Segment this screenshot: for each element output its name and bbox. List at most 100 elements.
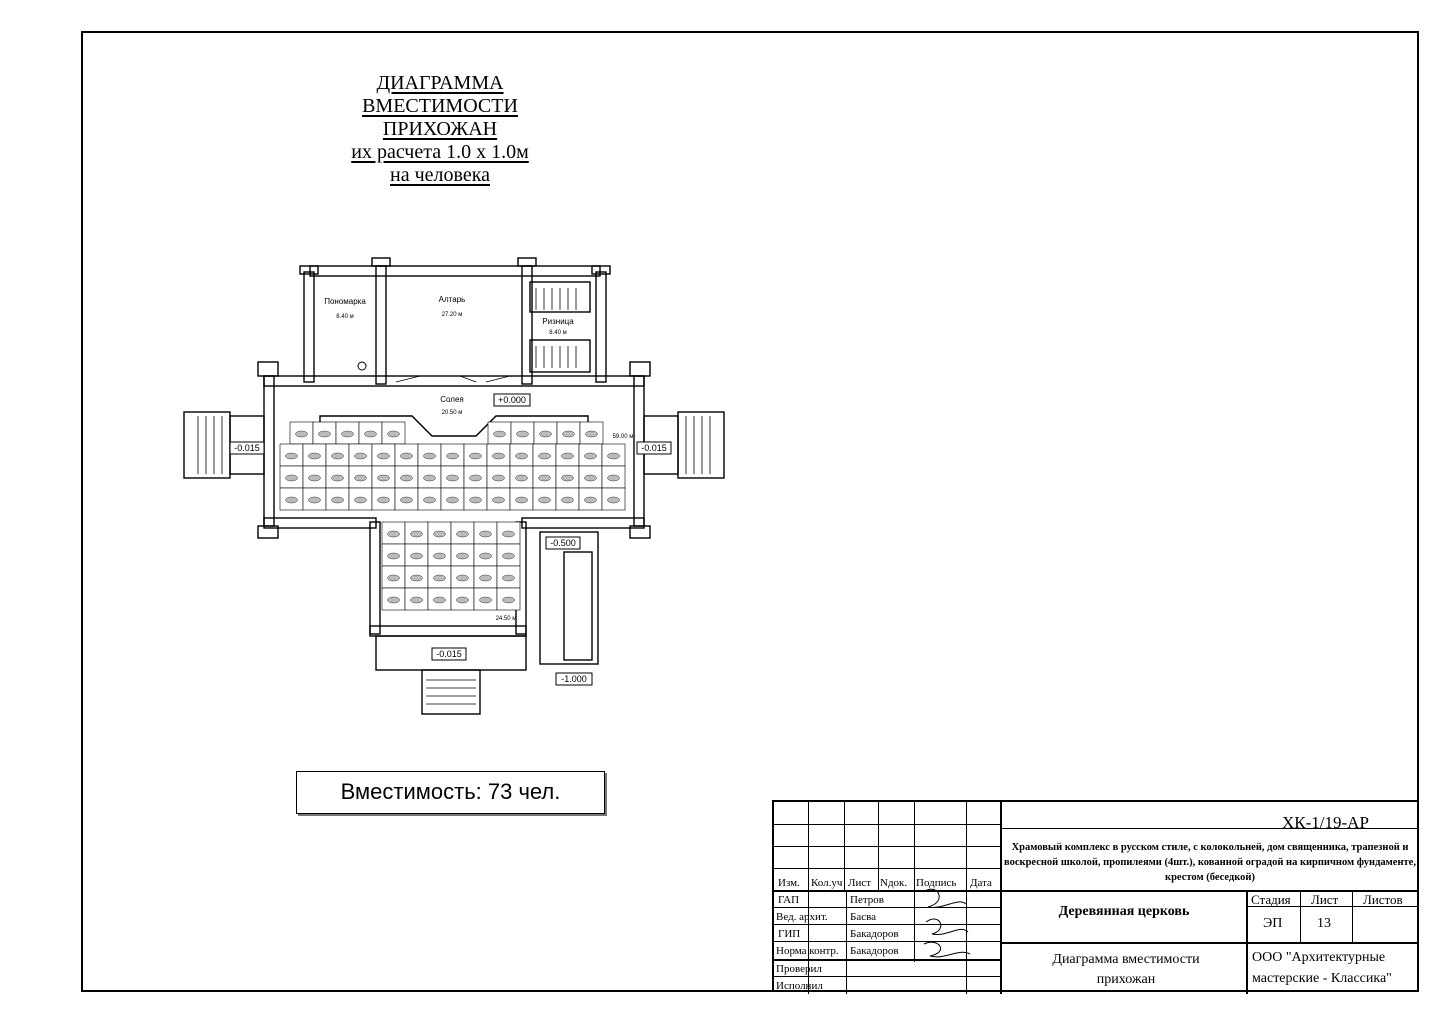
- person-icon: [433, 574, 446, 582]
- entrance-stair: [421, 669, 481, 715]
- level-mark-main: +0.000: [498, 395, 526, 405]
- person-icon: [479, 530, 492, 538]
- room-area-soleya: 20.50 м: [442, 410, 463, 416]
- person-icon: [538, 474, 551, 482]
- project-name: Храмовый комплекс в русском стиле, с кол…: [1004, 842, 1416, 883]
- person-icon: [433, 530, 446, 538]
- apse-left-wall: [303, 271, 315, 383]
- door-leaf: [395, 375, 421, 383]
- stamp-line: [1246, 890, 1248, 994]
- room-area-nave: 59.00 м: [613, 434, 634, 440]
- narthex-bottom-wall: [369, 625, 527, 637]
- person-icon: [354, 452, 367, 460]
- sheets-label: Листов: [1363, 892, 1403, 907]
- person-icon: [538, 496, 551, 504]
- person-icon: [354, 474, 367, 482]
- level-mark-left: -0.015: [234, 443, 260, 453]
- col-header: Подпись: [916, 877, 957, 889]
- person-icon: [354, 496, 367, 504]
- role-label: Норма контр.: [776, 945, 839, 957]
- level-mark-stair: -0.500: [550, 538, 576, 548]
- title-line: на человека: [390, 164, 490, 186]
- title-line: их расчета 1.0 х 1.0м: [351, 141, 529, 163]
- person-icon: [585, 430, 598, 438]
- stamp-line: [774, 907, 1000, 908]
- person-name: Бакадоров: [850, 945, 899, 957]
- stamp-line: [774, 824, 1000, 825]
- person-icon: [410, 530, 423, 538]
- person-icon: [446, 452, 459, 460]
- person-icon: [364, 430, 377, 438]
- col-header: Nдок.: [880, 877, 908, 889]
- title-line: ВМЕСТИМОСТИ: [362, 95, 518, 117]
- person-icon: [456, 552, 469, 560]
- level-mark-ground-box: [555, 672, 593, 686]
- seat-grid: [279, 421, 626, 611]
- person-icon: [561, 474, 574, 482]
- apse-right-wall: [595, 271, 607, 383]
- riznitsa-closet-bottom: [529, 339, 591, 373]
- role-label: Исполнил: [776, 980, 823, 992]
- title-line: ДИАГРАММА: [376, 72, 504, 94]
- person-icon: [410, 596, 423, 604]
- log-end: [629, 361, 651, 377]
- room-area-narthex: 24.50 м: [496, 616, 517, 622]
- level-mark-main-box: [493, 393, 531, 407]
- stamp-line: [846, 890, 847, 994]
- sheet-label: Лист: [1311, 892, 1339, 907]
- person-icon: [387, 596, 400, 604]
- person-icon: [538, 452, 551, 460]
- log-end: [371, 257, 391, 267]
- level-mark-stair-box: [545, 536, 581, 550]
- stamp-line: [844, 802, 845, 892]
- stamp-line: [774, 846, 1000, 847]
- sheet-value: 13: [1317, 916, 1331, 931]
- level-mark-ground: -1.000: [561, 674, 587, 684]
- person-icon: [423, 496, 436, 504]
- person-icon: [584, 474, 597, 482]
- stage-label: Стадия: [1251, 892, 1291, 907]
- person-icon: [410, 552, 423, 560]
- capacity-label: Вместимость: 73 чел.: [296, 771, 605, 814]
- role-label: Вед. архит.: [776, 911, 828, 923]
- person-name: Бакадоров: [850, 928, 899, 940]
- stamp-line: [774, 890, 1419, 892]
- room-area-altar: 27.20 м: [442, 312, 463, 318]
- person-icon: [308, 474, 321, 482]
- level-mark-right-box: [636, 441, 672, 455]
- person-icon: [502, 552, 515, 560]
- room-area-ponomarka: 8.40 м: [336, 314, 353, 320]
- apse-top-wall: [309, 265, 601, 277]
- stamp-line: [1000, 802, 1002, 994]
- col-header: Дата: [970, 877, 992, 889]
- person-icon: [561, 452, 574, 460]
- person-icon: [446, 496, 459, 504]
- room-name-ponomarka: Пономарка: [324, 297, 366, 306]
- stamp-line: [1352, 890, 1353, 942]
- person-icon: [433, 596, 446, 604]
- level-mark-left-box: [229, 441, 265, 455]
- role-label: ГАП: [778, 894, 800, 906]
- log-end: [299, 265, 319, 275]
- role-label: Проверил: [776, 963, 822, 975]
- left-stair: [183, 411, 231, 479]
- stamp-line: [878, 802, 879, 892]
- person-icon: [387, 430, 400, 438]
- stamp-line: [774, 976, 1000, 977]
- hall-bottom-right-wall: [521, 517, 645, 529]
- door-leaf: [459, 375, 477, 383]
- person-icon: [377, 496, 390, 504]
- person-icon: [562, 430, 575, 438]
- person-icon: [607, 474, 620, 482]
- sheet-title: Диаграмма вместимости прихожан: [1052, 952, 1200, 987]
- person-icon: [479, 552, 492, 560]
- person-icon: [285, 474, 298, 482]
- stage-value: ЭП: [1263, 916, 1283, 931]
- soleya-top-wall: [263, 375, 645, 387]
- font-icon: [357, 361, 367, 371]
- stamp-line: [808, 802, 809, 994]
- narthex-left-wall: [369, 521, 381, 635]
- person-icon: [502, 530, 515, 538]
- title-line: ПРИХОЖАН: [382, 118, 498, 140]
- person-icon: [479, 596, 492, 604]
